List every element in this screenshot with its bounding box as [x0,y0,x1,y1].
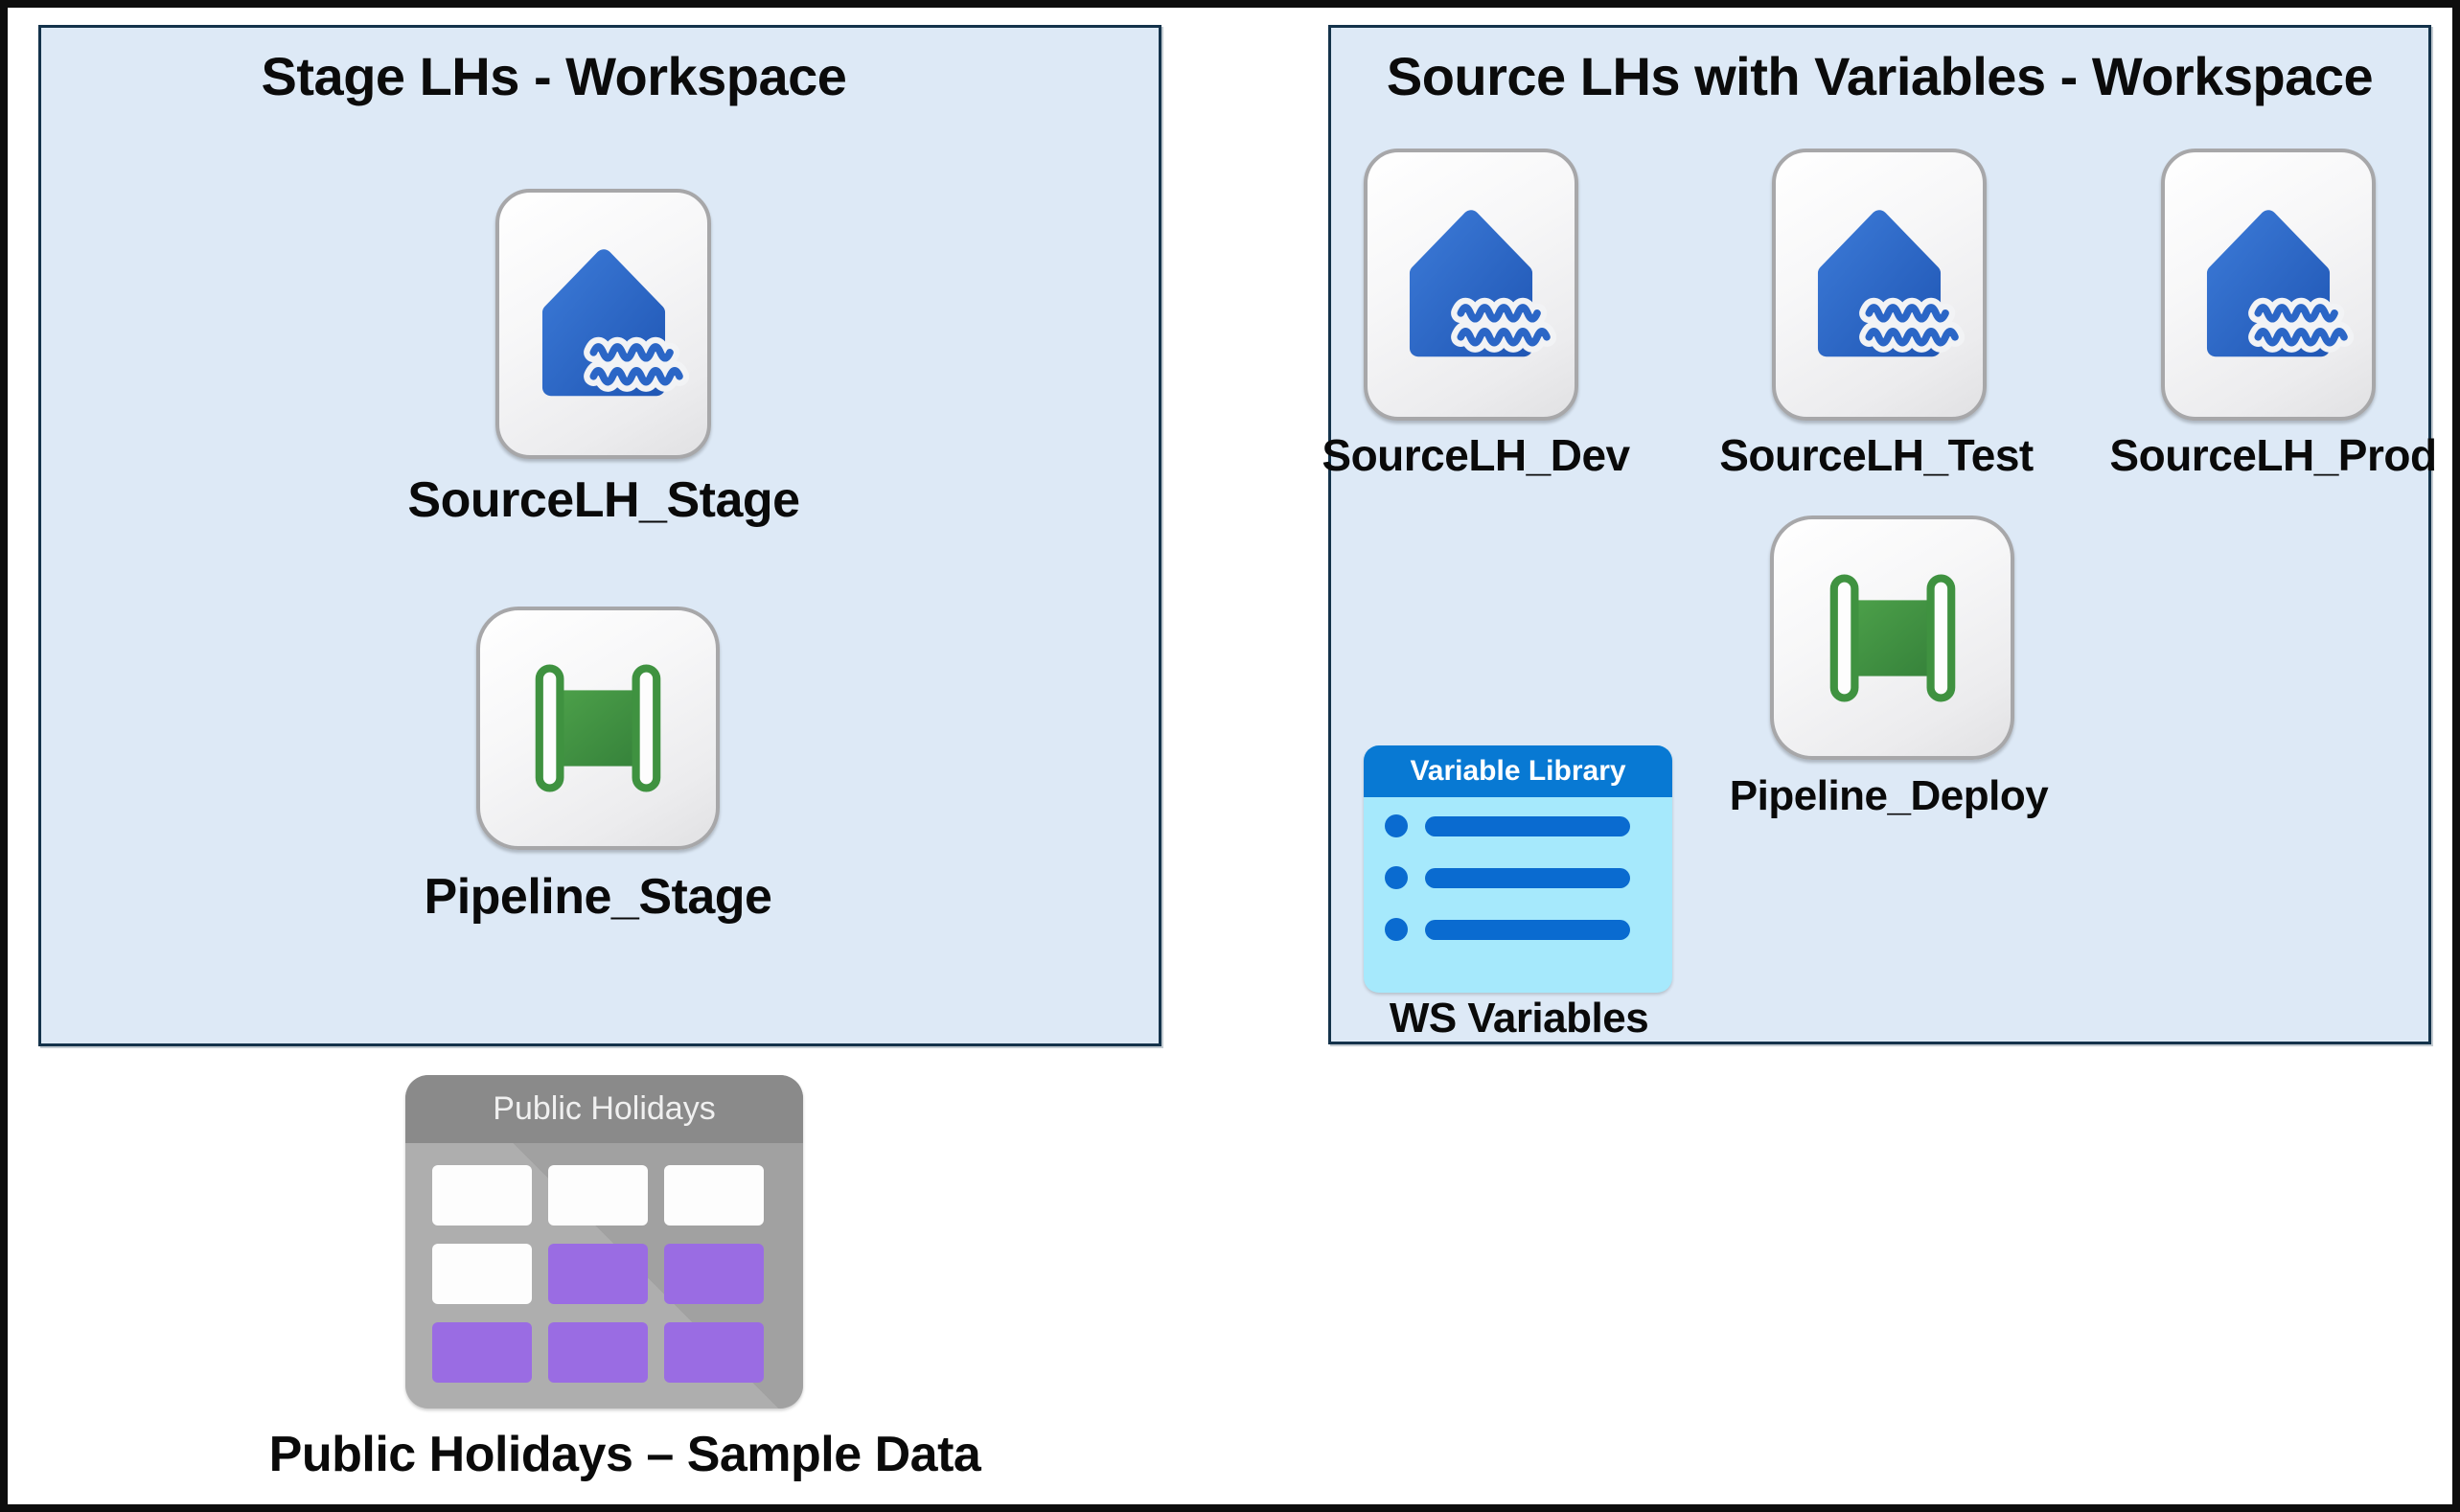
lakehouse-icon [2206,209,2354,356]
lakehouse-card-sourcelh-test [1772,149,1987,421]
table-cell-purple [432,1322,532,1383]
table-cell-purple [548,1244,648,1304]
pipeline-card-pipeline-stage [476,607,720,850]
lakehouse-icon [1817,209,1965,356]
pipeline-icon [535,664,661,792]
workspace-stage-title: Stage LHs - Workspace [261,46,847,106]
item-label-sourcelh-dev: SourceLH_Dev [1322,430,1630,480]
item-label-sourcelh-prod: SourceLH_Prod [2109,430,2437,480]
table-cell-purple [664,1322,764,1383]
item-label-pipeline-deploy: Pipeline_Deploy [1729,772,2049,819]
variable-row [1385,918,1649,941]
lakehouse-icon [541,248,689,396]
bullet-dot-icon [1385,866,1408,889]
variable-bar-icon [1425,919,1630,940]
item-label-sample-data: Public Holidays – Sample Data [268,1427,981,1482]
bullet-dot-icon [1385,918,1408,941]
variable-bar-icon [1425,815,1630,836]
item-label-sourcelh-stage: SourceLH_Stage [407,472,800,528]
variable-library-icon: Variable Library [1364,745,1672,993]
item-label-sourcelh-test: SourceLH_Test [1719,430,2034,480]
variable-library-rows [1364,797,1672,941]
table-icon-title: Public Holidays [405,1075,803,1143]
table-cell-purple [664,1244,764,1304]
table-cell-purple [548,1322,648,1383]
table-icon: Public Holidays [405,1075,803,1409]
pipeline-icon [1829,574,1955,701]
lakehouse-card-sourcelh-prod [2161,149,2376,421]
variable-row [1385,866,1649,889]
variable-library-header: Variable Library [1364,745,1672,797]
lakehouse-icon [1409,209,1556,356]
table-cell-white [432,1244,532,1304]
pipeline-card-pipeline-deploy [1770,515,2014,760]
lakehouse-card-sourcelh-stage [495,189,711,459]
variable-row [1385,814,1649,837]
table-cell-white [548,1165,648,1226]
table-cell-white [664,1165,764,1226]
workspace-source-title: Source LHs with Variables - Workspace [1386,46,2374,106]
variable-bar-icon [1425,867,1630,888]
bullet-dot-icon [1385,814,1408,837]
item-label-pipeline-stage: Pipeline_Stage [424,869,772,925]
item-label-ws-variables: WS Variables [1389,995,1649,1042]
lakehouse-card-sourcelh-dev [1364,149,1578,421]
table-grid [405,1143,803,1383]
table-cell-white [432,1165,532,1226]
